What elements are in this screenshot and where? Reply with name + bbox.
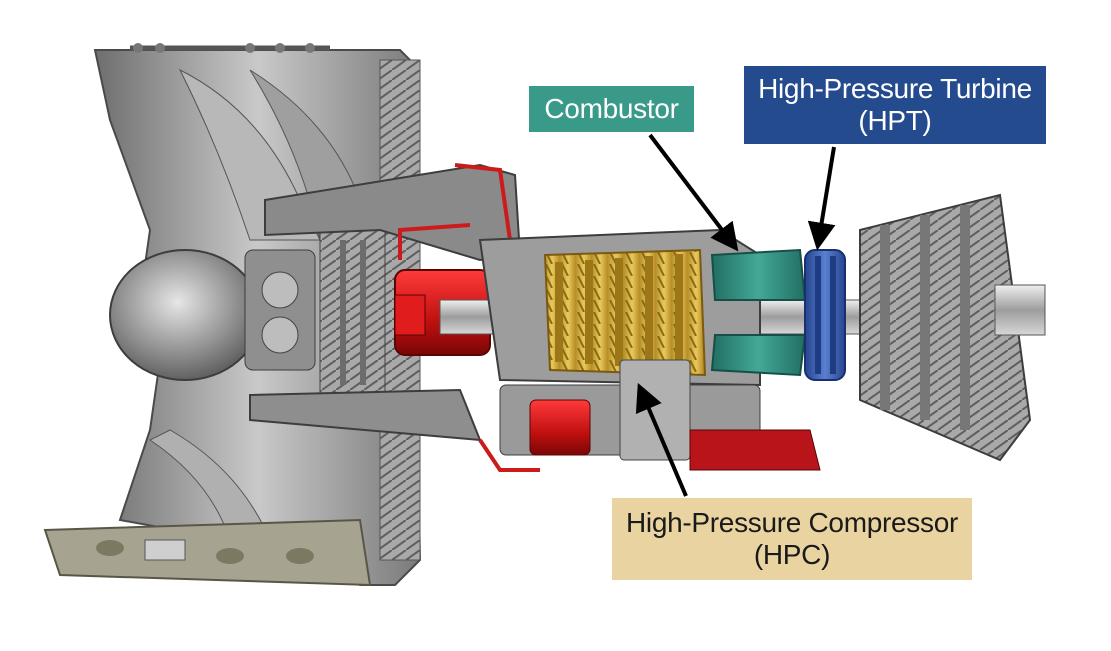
hp-turbine [804, 249, 846, 381]
hpt-label: High-Pressure Turbine (HPT) [744, 66, 1046, 144]
spinner-nose-cone [109, 249, 261, 381]
hpc-label: High-Pressure Compressor (HPC) [612, 498, 972, 580]
combustor-label-text: Combustor [544, 93, 679, 124]
lower-panel [43, 518, 372, 587]
hpt-label-line2: (HPT) [858, 105, 932, 136]
hpt-arrow [807, 146, 836, 251]
hpc-label-line2: (HPC) [753, 539, 831, 570]
red-pipe-upper [454, 163, 512, 241]
combustor [710, 248, 807, 377]
lp-turbine [859, 193, 1046, 462]
hpc-label-box [612, 498, 972, 580]
hp-compressor [543, 248, 707, 377]
combustor-label-box [529, 86, 694, 132]
gearbox [244, 249, 316, 371]
lp-compressor [319, 224, 386, 401]
combustor-arrow [648, 133, 739, 252]
hpt-label-line1: High-Pressure Turbine [758, 73, 1032, 104]
hpc-arrow [635, 382, 688, 497]
combustor-label: Combustor [529, 86, 694, 132]
hpc-label-line1: High-Pressure Compressor [625, 507, 958, 538]
hpt-label-box [744, 66, 1046, 144]
